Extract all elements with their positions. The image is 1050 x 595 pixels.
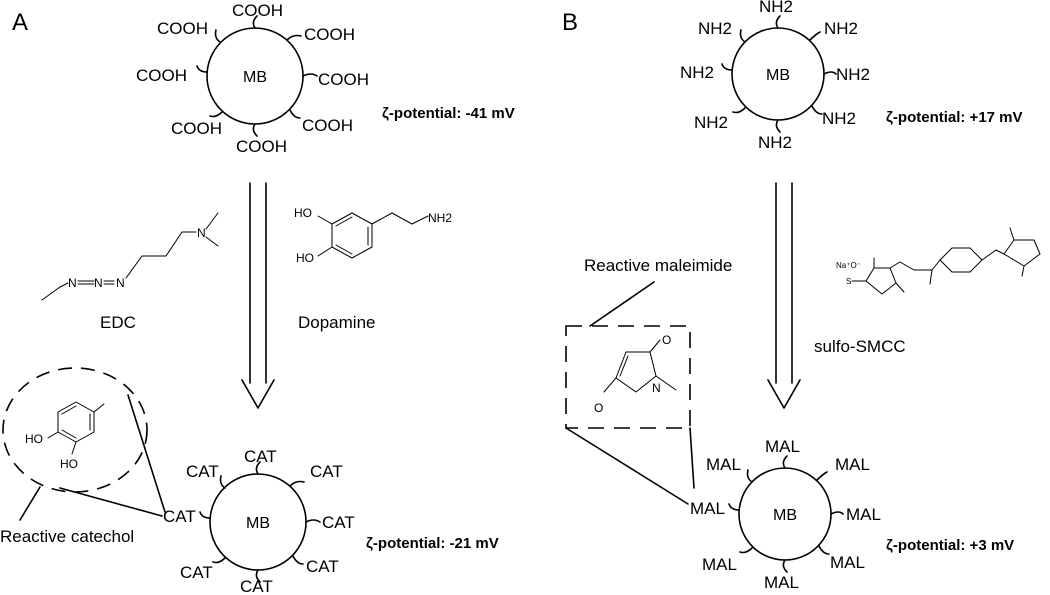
edc-structure: N N N N (41, 212, 219, 301)
svg-text:N: N (94, 276, 103, 290)
svg-text:HO: HO (294, 206, 312, 220)
panel-b-label: B (562, 9, 578, 36)
zeta-potential-b-bottom: ζ-potential: +3 mV (886, 537, 1014, 554)
group-label-cooh: COOH (304, 25, 355, 44)
reagent-dopamine: Dopamine (298, 313, 376, 332)
group-label-mal: MAL (690, 499, 725, 518)
svg-text:N: N (197, 226, 206, 240)
bead-cooh: MB COOH COOH COOH COOH COOH COOH COOH CO… (136, 1, 369, 156)
group-label-nh2: NH2 (758, 133, 792, 152)
group-label-mal: MAL (706, 455, 741, 474)
bead-cat: MB CAT CAT CAT CAT CAT CAT CAT CAT (163, 447, 355, 595)
group-label-mal: MAL (702, 555, 737, 574)
svg-text:N: N (68, 276, 77, 290)
svg-text:N: N (116, 276, 125, 290)
reagent-sulfo-smcc: sulfo-SMCC (814, 337, 906, 356)
group-label-cooh: COOH (232, 1, 283, 20)
group-label-cat: CAT (310, 462, 343, 481)
group-label-cooh: COOH (236, 137, 287, 156)
panel-a-label: A (12, 9, 28, 36)
group-label-cooh: COOH (136, 66, 187, 85)
group-label-nh2: NH2 (824, 19, 858, 38)
reactive-catechol-label: Reactive catechol (0, 527, 134, 546)
group-label-mal: MAL (846, 505, 881, 524)
svg-text:O: O (662, 333, 671, 347)
reactive-maleimide-label: Reactive maleimide (584, 256, 732, 275)
group-label-cat: CAT (163, 507, 196, 526)
svg-text:MB: MB (766, 67, 790, 84)
zeta-potential-a-top: ζ-potential: -41 mV (382, 105, 515, 122)
svg-text:NH2: NH2 (428, 211, 452, 225)
sulfo-smcc-structure: Na⁺O⁻ S (836, 227, 1041, 295)
group-label-nh2: NH2 (698, 19, 732, 38)
group-label-mal: MAL (764, 573, 799, 592)
group-label-cat: CAT (244, 447, 277, 466)
group-label-nh2: NH2 (694, 113, 728, 132)
group-label-cooh: COOH (157, 19, 208, 38)
group-label-nh2: NH2 (680, 63, 714, 82)
bead-nh2: MB NH2 NH2 NH2 NH2 NH2 NH2 NH2 NH2 (680, 0, 870, 152)
group-label-cat: CAT (240, 577, 273, 595)
group-label-mal: MAL (830, 553, 865, 572)
bead-mal: MB MAL MAL MAL MAL MAL MAL MAL MAL (690, 437, 881, 592)
svg-text:HO: HO (60, 457, 78, 471)
svg-text:HO: HO (296, 251, 314, 265)
svg-text:O: O (594, 401, 603, 415)
zeta-potential-b-top: ζ-potential: +17 mV (886, 109, 1023, 126)
zeta-potential-a-bottom: ζ-potential: -21 mV (366, 535, 499, 552)
group-label-cat: CAT (186, 462, 219, 481)
group-label-nh2: NH2 (822, 109, 856, 128)
reaction-arrow-a (241, 182, 275, 409)
svg-text:S: S (846, 277, 851, 286)
svg-text:MB: MB (773, 507, 797, 524)
group-label-cooh: COOH (302, 116, 353, 135)
bead-label: MB (243, 69, 267, 86)
group-label-nh2: NH2 (836, 65, 870, 84)
group-label-cooh: COOH (318, 70, 369, 89)
svg-text:N: N (652, 381, 661, 395)
group-label-nh2: NH2 (759, 0, 793, 16)
group-label-cooh: COOH (171, 119, 222, 138)
group-label-mal: MAL (835, 455, 870, 474)
svg-text:Na⁺O⁻: Na⁺O⁻ (836, 261, 861, 270)
catechol-callout: HO HO (2, 367, 166, 521)
reaction-arrow-b (767, 182, 801, 409)
maleimide-callout: O O N (565, 281, 695, 505)
group-label-cat: CAT (180, 563, 213, 582)
svg-text:MB: MB (246, 515, 270, 532)
reagent-edc: EDC (100, 313, 136, 332)
group-label-cat: CAT (322, 513, 355, 532)
dopamine-structure: HO HO NH2 (294, 206, 452, 265)
svg-text:HO: HO (25, 432, 43, 446)
group-label-mal: MAL (765, 437, 800, 456)
group-label-cat: CAT (306, 557, 339, 576)
